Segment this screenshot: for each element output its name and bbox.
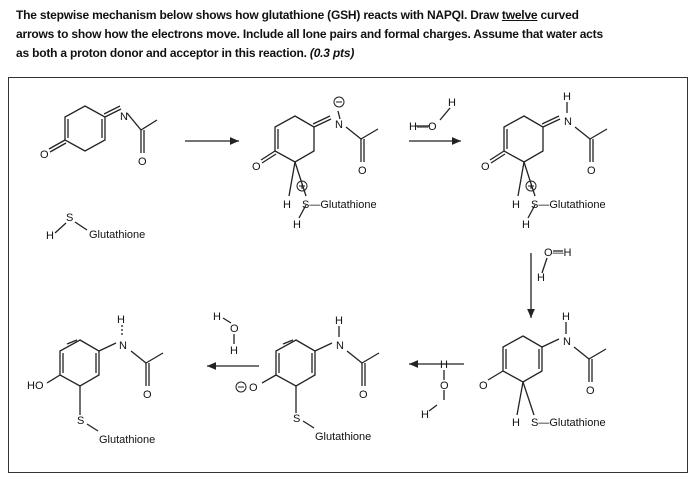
- glutathione-label-3: Glutathione: [99, 434, 155, 446]
- s-glutathione-label-3: S—Glutathione: [531, 417, 606, 429]
- atom-h-water-6: H: [230, 345, 238, 357]
- atom-h-water-3: H: [440, 359, 448, 371]
- plus-charge-icon: [296, 180, 308, 192]
- atom-h-2: H: [293, 219, 301, 231]
- atom-o-2: O: [138, 156, 147, 168]
- atom-o-water-1: O: [440, 380, 449, 392]
- question-emphasis: twelve: [501, 8, 538, 22]
- atom-n-2: N: [335, 119, 343, 131]
- atom-o-3: O: [252, 161, 261, 173]
- mechanism-svg: N O O N O O H S—Glutathione H H H—O H N …: [27, 91, 608, 446]
- mechanism-figure: N O O N O O H S—Glutathione H H H—O H N …: [8, 77, 688, 473]
- atom-h-water-5: H: [213, 311, 221, 323]
- question-text: The stepwise mechanism below shows how g…: [16, 6, 688, 63]
- s-glutathione-label-2: S—Glutathione: [531, 199, 606, 211]
- atom-n-6: N: [119, 340, 127, 352]
- s-glutathione-label-1: S—Glutathione: [302, 199, 377, 211]
- atom-o-1: O: [40, 149, 49, 161]
- question-points: (0.3 pts): [309, 46, 355, 60]
- atom-o-10: O: [359, 389, 368, 401]
- glutathione-label-2: Glutathione: [315, 431, 371, 443]
- gsh-s-atom: S: [66, 212, 73, 224]
- atom-n-5: N: [336, 340, 344, 352]
- water-label-2: O—H: [544, 247, 572, 259]
- atom-o-11: O: [143, 389, 152, 401]
- atom-h-7: H: [512, 417, 520, 429]
- atom-o-7: O: [479, 380, 488, 392]
- atom-n-4: N: [563, 336, 571, 348]
- atom-o-9: O: [249, 382, 258, 394]
- atom-o-4: O: [358, 165, 367, 177]
- atom-o-water-2: O: [230, 323, 239, 335]
- atom-n-1: N: [120, 111, 128, 123]
- atom-s-2: S: [77, 415, 84, 427]
- question-line2: arrows to show how the electrons move. I…: [16, 27, 603, 41]
- atom-h-water-2: H: [537, 272, 545, 284]
- atom-h-3: H: [563, 91, 571, 103]
- atom-h-9: H: [117, 314, 125, 326]
- atom-h-8: H: [335, 315, 343, 327]
- atom-o-8: O: [586, 385, 595, 397]
- product-structure: [46, 325, 164, 432]
- atom-h-water-4: H: [421, 409, 429, 421]
- intermediate-5-structure: [261, 326, 380, 429]
- atom-h-4: H: [512, 199, 520, 211]
- atom-n-3: N: [564, 116, 572, 128]
- atom-h-5: H: [522, 219, 530, 231]
- question-line3a: as both a proton donor and acceptor in t…: [16, 46, 307, 60]
- gsh-bond-1: [54, 222, 67, 234]
- napqi-structure: [48, 105, 158, 153]
- intermediate-4-structure: [487, 322, 607, 416]
- question-line1b: curved: [540, 8, 579, 22]
- atom-ho: HO: [27, 380, 44, 392]
- atom-o-5: O: [481, 161, 490, 173]
- atom-h-water-1: H: [448, 97, 456, 109]
- gsh-h-atom: H: [46, 230, 54, 242]
- plus-charge-icon-2: [525, 180, 537, 192]
- glutathione-label-1: Glutathione: [89, 229, 145, 241]
- atom-o-6: O: [587, 165, 596, 177]
- atom-h-6: H: [562, 311, 570, 323]
- water-label-1: H—O: [409, 121, 437, 133]
- atom-h-1: H: [283, 199, 291, 211]
- minus-charge-icon-2: [235, 381, 247, 393]
- minus-charge-icon: [333, 96, 345, 108]
- atom-s-1: S: [293, 413, 300, 425]
- question-line1a: The stepwise mechanism below shows how g…: [16, 8, 499, 22]
